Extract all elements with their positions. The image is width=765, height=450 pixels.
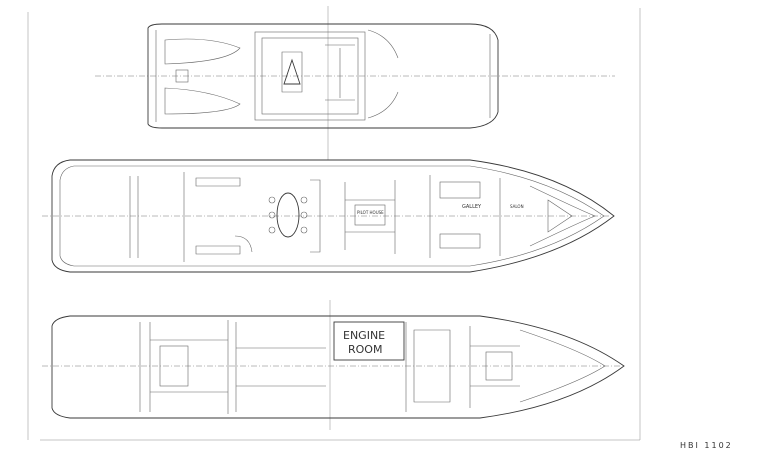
main-deck-hull-outline <box>51 159 615 273</box>
flybridge-outline <box>147 23 499 129</box>
lower-deck-hull-outline <box>51 315 625 419</box>
drawing-signature: HBI 1102 <box>680 441 733 450</box>
flybridge-helm-area <box>254 31 366 121</box>
engine-room-label-box <box>333 321 405 361</box>
helm-console-icon <box>283 58 301 85</box>
tender-outline-upper <box>164 38 241 65</box>
bow-anchor-locker-icon <box>547 199 573 233</box>
lower-deck-plan: ENGINE ROOM <box>42 315 625 419</box>
helm-station-icon <box>354 204 386 226</box>
flybridge-deck-plan <box>95 23 615 129</box>
main-deck-plan: GALLEY PILOT HOUSE SALON <box>42 159 615 273</box>
forward-cabin-icon <box>485 351 513 381</box>
davit-icon <box>175 69 189 83</box>
cabin-bed-icon <box>159 345 189 387</box>
spiral-stair-icon <box>234 235 253 253</box>
tender-outline-lower <box>164 87 241 115</box>
engine-room-label-line1: ENGINE <box>343 329 385 342</box>
galley-label: GALLEY <box>462 204 482 210</box>
engine-room-label-line2: ROOM <box>348 343 382 356</box>
sheet-fold-lines <box>27 6 641 441</box>
salon-label: SALON <box>510 204 524 209</box>
dining-table-icon <box>276 192 300 238</box>
pilot-house-label: PILOT HOUSE <box>357 210 384 215</box>
